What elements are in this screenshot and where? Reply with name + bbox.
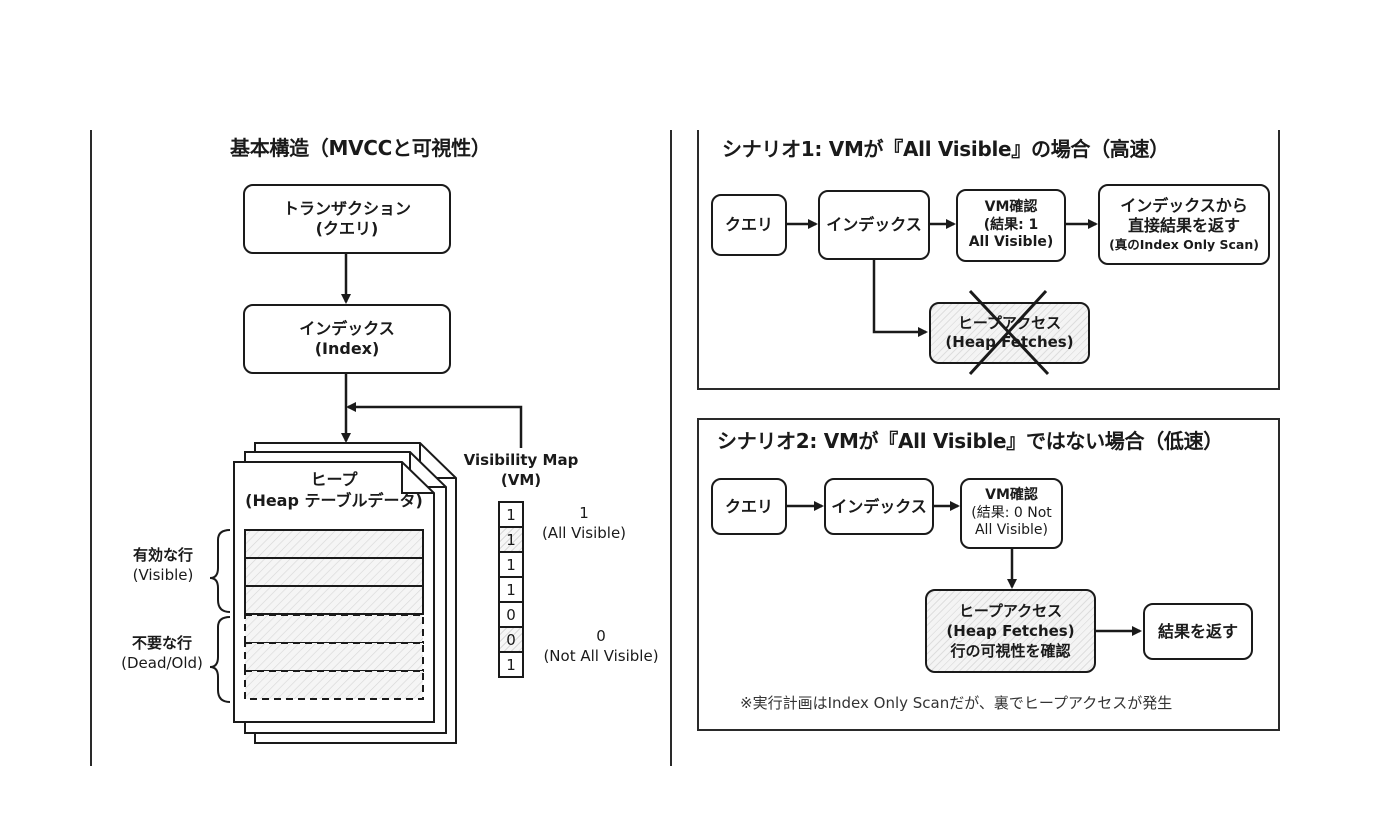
s2-index-box-label: インデックス <box>831 496 927 516</box>
s2-query-box: クエリ <box>711 478 787 535</box>
visible-heap-row <box>244 529 424 559</box>
index-box-line2: (Index) <box>314 339 380 358</box>
dead-rows-label: 不要な行 (Dead/Old) <box>112 634 212 673</box>
heap-page-front-fold <box>401 462 434 494</box>
s1-result-line3: (真のIndex Only Scan) <box>1109 237 1259 253</box>
vm-legend-all-visible-value: 1 <box>579 504 589 522</box>
vm-legend-all-visible-text: (All Visible) <box>541 523 627 542</box>
s2-vm-check-line2: (結果: 0 Not <box>971 504 1052 521</box>
visible-heap-row <box>244 585 424 615</box>
s2-note: ※実行計画はIndex Only Scanだが、裏でヒープアクセスが発生 <box>740 694 1173 712</box>
arrow-vm-to-index <box>346 402 523 448</box>
s1-heap-access-line1: ヒープアクセス <box>957 314 1062 333</box>
dead-heap-row <box>244 642 424 672</box>
vm-cell: 1 <box>498 551 524 578</box>
left-panel-title: 基本構造（MVCCと可視性） <box>230 136 491 160</box>
visible-rows-label-line2: (Visible) <box>132 565 194 584</box>
visible-rows-brace <box>209 529 231 613</box>
vm-legend-not-all-visible-value: 0 <box>596 627 606 645</box>
scenario2-title: シナリオ2: VMが『All Visible』ではない場合（低速） <box>717 429 1223 453</box>
vm-legend-all-visible: 1 (All Visible) <box>536 504 632 543</box>
s1-query-box-label: クエリ <box>724 215 773 234</box>
heap-label: ヒープ (Heap テーブルデータ) <box>236 470 432 512</box>
s1-query-box: クエリ <box>711 194 787 256</box>
visible-rows-label-line1: 有効な行 <box>132 546 193 564</box>
vm-legend-not-all-visible-text: (Not All Visible) <box>543 646 659 665</box>
transaction-box-line1: トランザクション <box>282 199 411 218</box>
heap-label-line1: ヒープ <box>310 470 358 489</box>
s2-heap-access-line2: (Heap Fetches) <box>946 621 1075 640</box>
s1-vm-check-line2: (結果: 1 <box>983 216 1039 233</box>
s2-heap-access-line3: 行の可視性を確認 <box>950 642 1071 661</box>
s1-heap-access-line2: (Heap Fetches) <box>945 333 1074 351</box>
s1-vm-check-line3: All Visible) <box>968 234 1054 251</box>
dead-rows-label-line1: 不要な行 <box>131 634 192 652</box>
index-box-line1: インデックス <box>299 319 395 338</box>
visible-rows <box>244 529 424 615</box>
vm-cell: 1 <box>498 526 524 553</box>
s2-heap-access-box: ヒープアクセス (Heap Fetches) 行の可視性を確認 <box>925 589 1096 673</box>
transaction-box: トランザクション (クエリ) <box>243 184 451 254</box>
transaction-box-line2: (クエリ) <box>315 219 379 238</box>
scenario1-title: シナリオ1: VMが『All Visible』の場合（高速） <box>722 137 1169 161</box>
visibility-map-title: Visibility Map (VM) <box>458 451 584 490</box>
vm-cell: 1 <box>498 576 524 603</box>
s1-vm-check-box: VM確認 (結果: 1 All Visible) <box>956 189 1066 262</box>
visible-heap-row <box>244 557 424 587</box>
heap-label-line2: (Heap テーブルデータ) <box>245 490 423 510</box>
s1-index-box: インデックス <box>818 190 930 260</box>
index-box: インデックス (Index) <box>243 304 451 374</box>
scenario1-panel-frame <box>697 130 1280 390</box>
vm-cell: 1 <box>498 501 524 528</box>
s1-arrow-index-to-heap <box>872 260 928 337</box>
dead-rows-brace <box>209 616 231 703</box>
visibility-map-title-line1: Visibility Map <box>463 451 579 469</box>
visibility-map-title-line2: (VM) <box>500 470 542 489</box>
s2-query-box-label: クエリ <box>724 496 773 516</box>
visible-rows-label: 有効な行 (Visible) <box>116 546 210 585</box>
s2-result-box: 結果を返す <box>1143 603 1253 660</box>
s2-vm-check-line3: All Visible) <box>974 522 1048 539</box>
dead-heap-row <box>244 614 424 644</box>
dead-rows <box>244 614 424 700</box>
s1-index-box-label: インデックス <box>826 215 922 234</box>
vm-cell: 1 <box>498 651 524 678</box>
dead-rows-label-line2: (Dead/Old) <box>121 653 203 672</box>
s2-vm-check-line1: VM確認 <box>985 487 1038 504</box>
vm-cell: 0 <box>498 601 524 628</box>
s2-vm-check-box: VM確認 (結果: 0 Not All Visible) <box>960 478 1063 549</box>
scenario2-panel-frame <box>697 418 1280 731</box>
s2-result-box-label: 結果を返す <box>1157 621 1238 641</box>
vm-cell: 0 <box>498 626 524 653</box>
dead-heap-row <box>244 670 424 700</box>
vm-legend-not-all-visible: 0 (Not All Visible) <box>536 627 666 666</box>
s1-result-line2: 直接結果を返す <box>1127 216 1240 236</box>
s1-heap-access-box: ヒープアクセス (Heap Fetches) <box>929 302 1090 364</box>
s2-heap-access-line1: ヒープアクセス <box>958 601 1063 620</box>
s1-vm-check-line1: VM確認 <box>984 199 1038 216</box>
s1-result-box: インデックスから 直接結果を返す (真のIndex Only Scan) <box>1098 184 1270 265</box>
s2-index-box: インデックス <box>824 478 934 535</box>
s1-result-line1: インデックスから <box>1120 195 1248 215</box>
